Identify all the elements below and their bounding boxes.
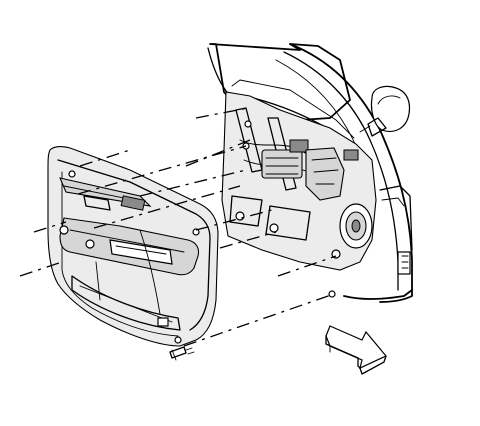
trim-panel bbox=[47, 146, 219, 347]
alignment-line bbox=[195, 107, 249, 119]
alignment-line bbox=[77, 145, 247, 195]
door-inner-structure bbox=[221, 91, 377, 271]
alignment-line bbox=[139, 169, 247, 197]
alignment-line bbox=[183, 293, 335, 347]
direction-arrow bbox=[325, 325, 387, 375]
alignment-line bbox=[219, 231, 277, 249]
alignment-line bbox=[195, 209, 273, 231]
fastener bbox=[169, 290, 336, 361]
alignment-line bbox=[79, 149, 131, 167]
alignment-line bbox=[19, 261, 63, 277]
alignment-line bbox=[93, 185, 241, 229]
side-mirror bbox=[359, 85, 411, 137]
alignment-line bbox=[33, 221, 67, 233]
alignment-lines bbox=[19, 107, 337, 347]
alignment-line bbox=[277, 255, 337, 277]
alignment-line bbox=[185, 139, 251, 167]
